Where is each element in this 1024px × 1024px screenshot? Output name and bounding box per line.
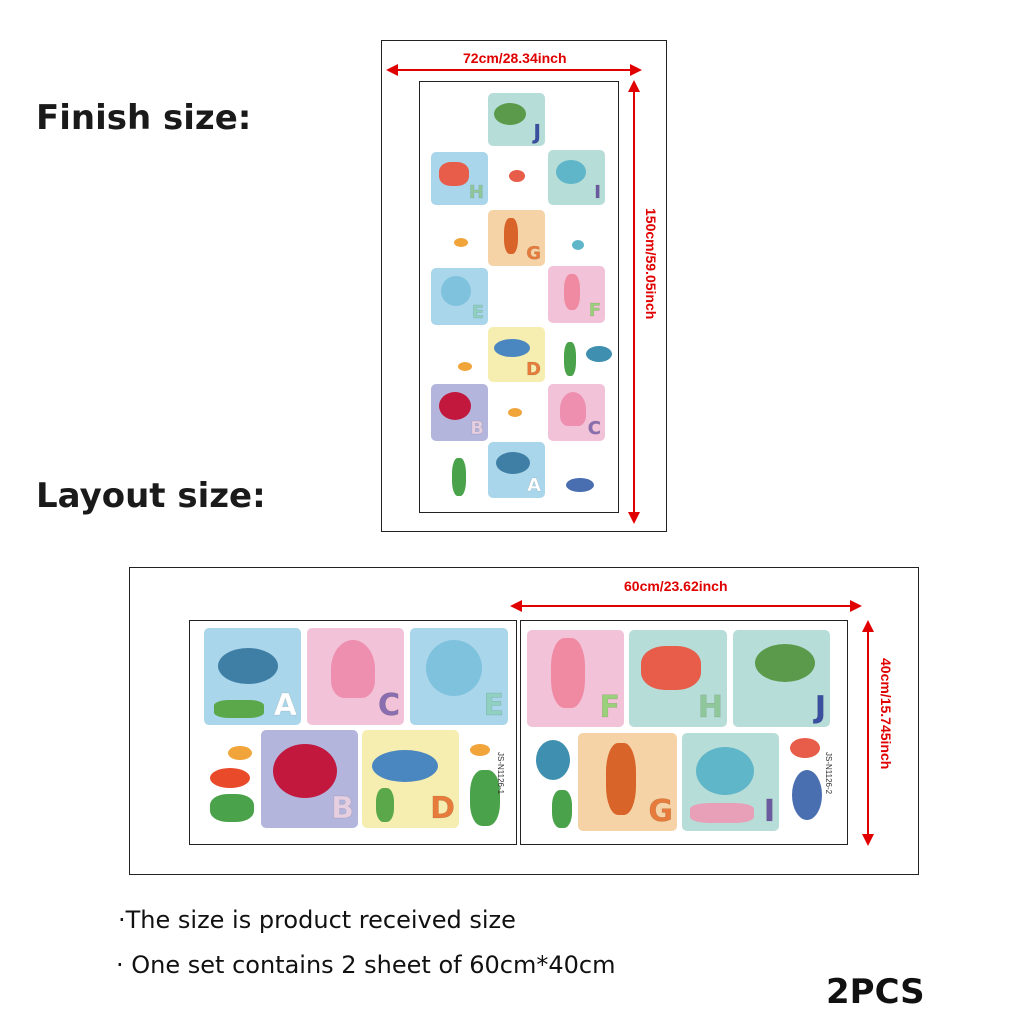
finish-height-label: 150cm/59.05inch xyxy=(643,208,659,320)
sheet1-tile-e: E xyxy=(410,628,508,725)
layout-size-label: Layout size: xyxy=(36,476,266,516)
seaweed-icon xyxy=(452,458,466,496)
small-fish-icon xyxy=(458,362,472,371)
seaweed-icon xyxy=(210,794,254,822)
hopscotch-tile-i: I xyxy=(548,150,605,205)
seahorse-red-icon xyxy=(210,768,250,788)
layout-height-arrow xyxy=(862,620,874,846)
sheet1-tile-d: D xyxy=(362,730,459,828)
octopus-icon xyxy=(426,640,482,696)
pufferfish-icon xyxy=(696,747,754,795)
tile-letter: D xyxy=(526,359,541,381)
tile-letter: A xyxy=(273,688,298,724)
sheet2-tile-f: F xyxy=(527,630,624,727)
tile-letter: A xyxy=(527,475,541,497)
fish-icon xyxy=(439,392,471,420)
layout-width-arrow xyxy=(510,600,862,612)
tile-letter: D xyxy=(430,791,455,827)
finish-width-arrow xyxy=(386,64,642,76)
turtle-small-icon xyxy=(536,740,570,780)
turtle-icon xyxy=(494,103,526,125)
pufferfish-icon xyxy=(556,160,586,184)
seaweed-icon xyxy=(376,788,394,822)
jellyfish-icon xyxy=(560,392,586,426)
seahorse-pink-icon xyxy=(564,274,580,310)
sheet1-tile-a: A xyxy=(204,628,301,725)
turtle-blue-icon xyxy=(496,452,530,474)
sheet2-tile-h: H xyxy=(629,630,727,727)
seahorse-icon xyxy=(606,743,636,815)
shark-icon xyxy=(372,750,438,782)
finish-size-label: Finish size: xyxy=(36,98,252,138)
note-set-contents: · One set contains 2 sheet of 60cm*40cm xyxy=(116,951,616,979)
sheet2-tile-j: J xyxy=(733,630,830,727)
layout-width-label: 60cm/23.62inch xyxy=(624,578,728,594)
layout-height-label: 40cm/15.745inch xyxy=(878,658,894,770)
sheet2-tile-g: G xyxy=(578,733,677,831)
sheet1-tile-c: C xyxy=(307,628,404,725)
hopscotch-tile-b: B xyxy=(431,384,488,441)
turtle-blue-icon xyxy=(218,648,278,684)
small-fish-icon xyxy=(454,238,468,247)
whale-icon xyxy=(792,770,822,820)
hopscotch-tile-f: F xyxy=(548,266,605,323)
tile-letter: C xyxy=(587,418,602,440)
hopscotch-tile-a: A xyxy=(488,442,545,498)
fish-icon xyxy=(273,744,337,798)
tile-letter: J xyxy=(814,690,827,726)
tile-letter: B xyxy=(470,418,484,440)
sheet1-code: JS-N1126-1 xyxy=(496,752,505,795)
whale-icon xyxy=(566,478,594,492)
finish-height-arrow xyxy=(628,80,640,524)
tile-letter: B xyxy=(331,791,354,827)
tile-letter: F xyxy=(588,300,601,322)
coral-icon xyxy=(690,803,754,823)
tile-letter: G xyxy=(526,243,541,265)
note-received-size: ·The size is product received size xyxy=(118,906,516,934)
shark-icon xyxy=(494,339,530,357)
turtle-icon xyxy=(755,644,815,682)
octopus-icon xyxy=(441,276,471,306)
small-fish-icon xyxy=(228,746,252,760)
tile-letter: C xyxy=(377,688,401,724)
turtle-small-icon xyxy=(586,346,612,362)
hopscotch-tile-j: J xyxy=(488,93,545,146)
lobster-icon xyxy=(439,162,469,186)
hopscotch-tile-c: C xyxy=(548,384,605,441)
hopscotch-tile-h: H xyxy=(431,152,488,205)
small-fish-icon xyxy=(572,240,584,250)
seahorse-icon xyxy=(504,218,518,254)
hopscotch-tile-d: D xyxy=(488,327,545,382)
tile-letter: H xyxy=(468,182,485,204)
sheet2-code: JS-N1126-2 xyxy=(824,752,833,795)
seaweed-icon xyxy=(552,790,572,828)
crab-icon xyxy=(790,738,820,758)
tile-letter: E xyxy=(471,302,484,324)
hopscotch-tile-e: E xyxy=(431,268,488,325)
sheet2-tile-i: I xyxy=(682,733,779,831)
tile-letter: I xyxy=(594,182,601,204)
small-fish-icon xyxy=(508,408,522,417)
jellyfish-icon xyxy=(331,640,375,698)
tile-letter: I xyxy=(763,794,776,830)
seaweed-icon xyxy=(564,342,576,376)
finish-width-label: 72cm/28.34inch xyxy=(463,50,567,66)
tile-letter: F xyxy=(599,690,620,726)
seaweed-icon xyxy=(470,770,500,826)
lobster-icon xyxy=(641,646,701,690)
piece-count: 2PCS xyxy=(826,972,925,1012)
crab-icon xyxy=(509,170,525,182)
seaweed-icon xyxy=(214,700,264,718)
tile-letter: H xyxy=(697,690,724,726)
sheet1-tile-b: B xyxy=(261,730,358,828)
seahorse-pink-icon xyxy=(551,638,585,708)
tile-letter: J xyxy=(533,120,541,145)
tile-letter: G xyxy=(648,794,673,830)
tile-letter: E xyxy=(483,688,504,724)
small-fish-icon xyxy=(470,744,490,756)
hopscotch-tile-g: G xyxy=(488,210,545,266)
